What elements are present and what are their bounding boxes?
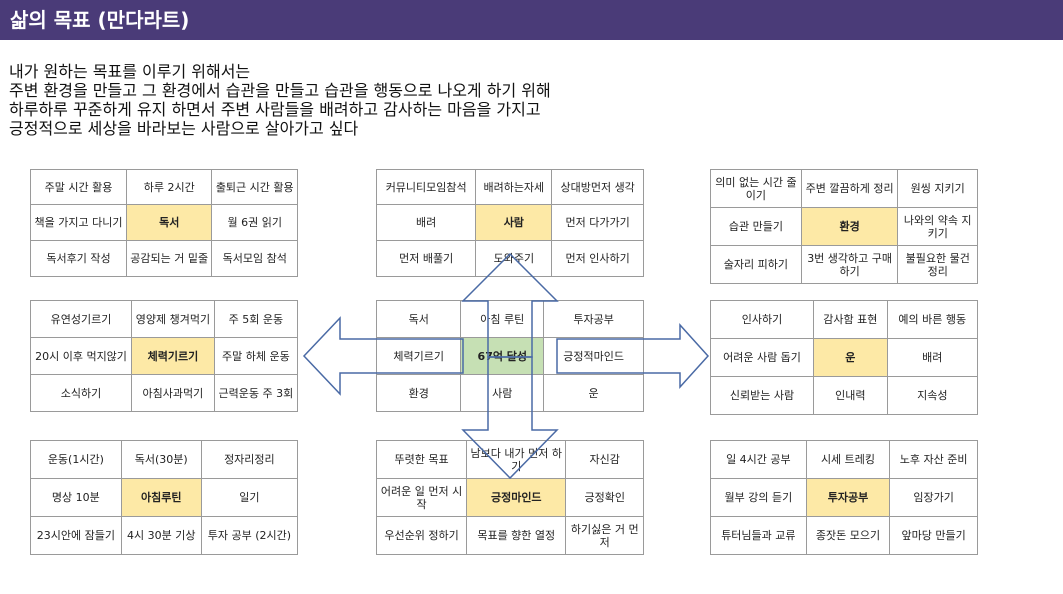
grid-cell: 긍정적마인드: [543, 337, 644, 375]
grid-cell: 배려하는자세: [475, 169, 553, 205]
grid-cell: 상대방먼저 생각: [551, 169, 644, 205]
grid-cell: 어려운 사람 돕기: [709, 338, 815, 377]
grid-cell: 종잣돈 모으기: [805, 516, 891, 555]
grid-center-cell: 긍정마인드: [466, 478, 567, 517]
grid-cell: 정자리정리: [200, 440, 299, 479]
grid-center-cell: 운: [813, 338, 888, 377]
grid-cell: 감사함 표현: [813, 300, 888, 339]
grid-cell: 노후 자산 준비: [889, 440, 978, 479]
mandala-grid-positive-mind: 뚜렷한 목표 남보다 내가 먼저 하기 자신감 어려운 일 먼저 시작 긍정마인…: [375, 440, 644, 555]
grid-cell: 시세 트레킹: [805, 440, 891, 479]
title-bar: 삶의 목표 (만다라트): [0, 0, 1063, 40]
grid-cell: 하루 2시간: [125, 169, 213, 205]
grid-cell: 인내력: [813, 376, 888, 415]
grid-cell: 예의 바른 행동: [886, 300, 979, 339]
grid-cell: 의미 없는 시간 줄이기: [710, 169, 802, 208]
grid-cell: 독서(30분): [120, 440, 202, 479]
grid-cell: 출퇴근 시간 활용: [211, 169, 298, 205]
grid-cell: 독서모임 참석: [211, 240, 298, 277]
intro-line: 긍정적으로 세상을 바라보는 사람으로 살아가고 싶다: [9, 119, 359, 138]
grid-center-cell: 아침루틴: [120, 478, 202, 517]
grid-center-cell: 독서: [125, 204, 213, 241]
grid-cell: 아침사과먹기: [131, 374, 215, 412]
grid-cell: 유연성기르기: [29, 300, 133, 338]
grid-cell: 3번 생각하고 구매 하기: [800, 245, 899, 284]
grid-cell: 공감되는 거 밑줄: [125, 240, 213, 277]
grid-cell: 긍정확인: [565, 478, 644, 517]
intro-line: 주변 환경을 만들고 그 환경에서 습관을 만들고 습관을 행동으로 나오게 하…: [9, 81, 551, 100]
grid-cell: 운: [543, 374, 644, 412]
mandala-grid-luck: 인사하기 감사함 표현 예의 바른 행동 어려운 사람 돕기 운 배려 신뢰받는…: [709, 300, 979, 415]
grid-cell: 주말 시간 활용: [30, 169, 127, 205]
grid-cell: 남보다 내가 먼저 하기: [466, 440, 567, 479]
grid-cell: 튜터님들과 교류: [710, 516, 807, 555]
grid-cell: 독서후기 작성: [30, 240, 127, 277]
mandala-grid-environment: 의미 없는 시간 줄이기 주변 깔끔하게 정리 원씽 지키기 습관 만들기 환경…: [710, 169, 978, 284]
mandala-grid-reading: 주말 시간 활용 하루 2시간 출퇴근 시간 활용 책을 가지고 다니기 독서 …: [30, 169, 298, 277]
intro-line: 하루하루 꾸준하게 유지 하면서 주변 사람들을 배려하고 감사하는 마음을 가…: [9, 100, 541, 119]
grid-cell: 영양제 챙겨먹기: [131, 300, 215, 338]
grid-cell: 투자공부: [543, 300, 644, 338]
intro-line: 내가 원하는 목표를 이루기 위해서는: [9, 62, 251, 81]
grid-cell: 자신감: [565, 440, 644, 479]
intro-text: 내가 원하는 목표를 이루기 위해서는 주변 환경을 만들고 그 환경에서 습관…: [9, 62, 1049, 138]
grid-cell: 근력운동 주 3회: [213, 374, 299, 412]
grid-cell: 23시안에 잠들기: [30, 516, 122, 555]
grid-cell: 월 6권 읽기: [211, 204, 298, 241]
grid-cell: 4시 30분 기상: [120, 516, 202, 555]
grid-center-cell: 투자공부: [805, 478, 891, 517]
grid-center-cell: 환경: [800, 207, 899, 246]
grid-cell: 아침 루틴: [460, 300, 545, 338]
grid-cell: 습관 만들기: [710, 207, 802, 246]
grid-cell: 배려: [375, 204, 477, 241]
grid-cell: 뚜렷한 목표: [375, 440, 468, 479]
mandala-grid-investment: 일 4시간 공부 시세 트레킹 노후 자산 준비 월부 강의 듣기 투자공부 임…: [710, 440, 978, 555]
grid-cell: 환경: [375, 374, 462, 412]
grid-cell: 명상 10분: [30, 478, 122, 517]
grid-cell: 신뢰받는 사람: [709, 376, 815, 415]
grid-cell: 사람: [460, 374, 545, 412]
grid-cell: 먼저 다가가기: [551, 204, 644, 241]
grid-cell: 나와의 약속 지키기: [897, 207, 978, 246]
grid-cell: 도와주기: [475, 240, 553, 277]
grid-cell: 인사하기: [709, 300, 815, 339]
grid-cell: 먼저 인사하기: [551, 240, 644, 277]
core-goal-cell: 67억 달성: [460, 337, 545, 375]
grid-cell: 하기싫은 거 먼저: [565, 516, 644, 555]
grid-cell: 앞마당 만들기: [889, 516, 978, 555]
grid-cell: 목표를 향한 열정: [466, 516, 567, 555]
grid-center-cell: 사람: [475, 204, 553, 241]
grid-cell: 일 4시간 공부: [710, 440, 807, 479]
grid-cell: 소식하기: [29, 374, 133, 412]
grid-cell: 우선순위 정하기: [375, 516, 468, 555]
mandala-grid-morning-routine: 운동(1시간) 독서(30분) 정자리정리 명상 10분 아침루틴 일기 23시…: [30, 440, 299, 555]
grid-cell: 20시 이후 먹지않기: [29, 337, 133, 375]
grid-cell: 배려: [886, 338, 979, 377]
grid-cell: 원씽 지키기: [897, 169, 978, 208]
grid-cell: 주변 깔끔하게 정리: [800, 169, 899, 208]
grid-cell: 일기: [200, 478, 299, 517]
grid-cell: 주 5회 운동: [213, 300, 299, 338]
grid-cell: 독서: [375, 300, 462, 338]
grid-cell: 술자리 피하기: [710, 245, 802, 284]
grid-cell: 책을 가지고 다니기: [30, 204, 127, 241]
page-title: 삶의 목표 (만다라트): [10, 8, 190, 32]
grid-cell: 불필요한 물건 정리: [897, 245, 978, 284]
grid-cell: 주말 하체 운동: [213, 337, 299, 375]
grid-cell: 투자 공부 (2시간): [200, 516, 299, 555]
grid-center-cell: 체력기르기: [131, 337, 215, 375]
grid-cell: 커뮤니티모임참석: [375, 169, 477, 205]
grid-cell: 지속성: [886, 376, 979, 415]
grid-cell: 임장가기: [889, 478, 978, 517]
mandala-grid-core: 독서 아침 루틴 투자공부 체력기르기 67억 달성 긍정적마인드 환경 사람 …: [375, 300, 644, 412]
grid-cell: 운동(1시간): [30, 440, 122, 479]
grid-cell: 체력기르기: [375, 337, 462, 375]
mandala-grid-fitness: 유연성기르기 영양제 챙겨먹기 주 5회 운동 20시 이후 먹지않기 체력기르…: [29, 300, 299, 412]
mandala-grid-people: 커뮤니티모임참석 배려하는자세 상대방먼저 생각 배려 사람 먼저 다가가기 먼…: [375, 169, 644, 277]
grid-cell: 월부 강의 듣기: [710, 478, 807, 517]
grid-cell: 먼저 배풀기: [375, 240, 477, 277]
grid-cell: 어려운 일 먼저 시작: [375, 478, 468, 517]
